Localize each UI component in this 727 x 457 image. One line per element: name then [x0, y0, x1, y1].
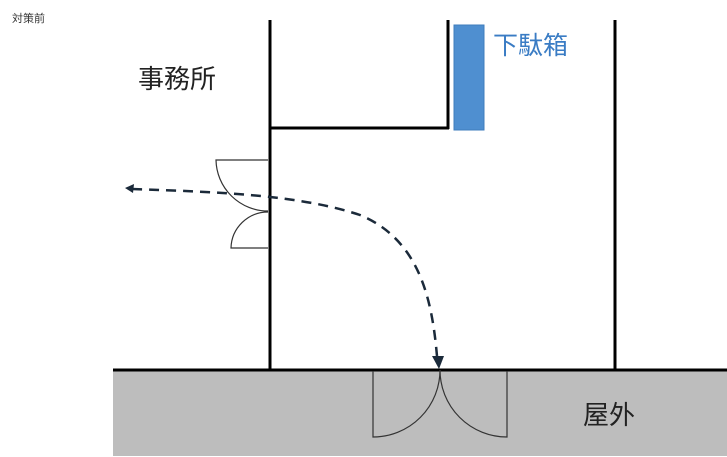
diagram-title: 対策前 [12, 11, 45, 25]
arrowhead-down-icon [432, 356, 444, 369]
shoe-rack-label: 下駄箱 [493, 31, 568, 60]
shoe-rack [453, 24, 485, 131]
outside-area [113, 370, 727, 456]
arrowhead-left-icon [125, 184, 134, 193]
entrance-door [372, 369, 508, 438]
movement-path [131, 187, 439, 357]
outside-label: 屋外 [583, 401, 635, 431]
office-door [215, 159, 269, 249]
office-label: 事務所 [138, 65, 216, 95]
